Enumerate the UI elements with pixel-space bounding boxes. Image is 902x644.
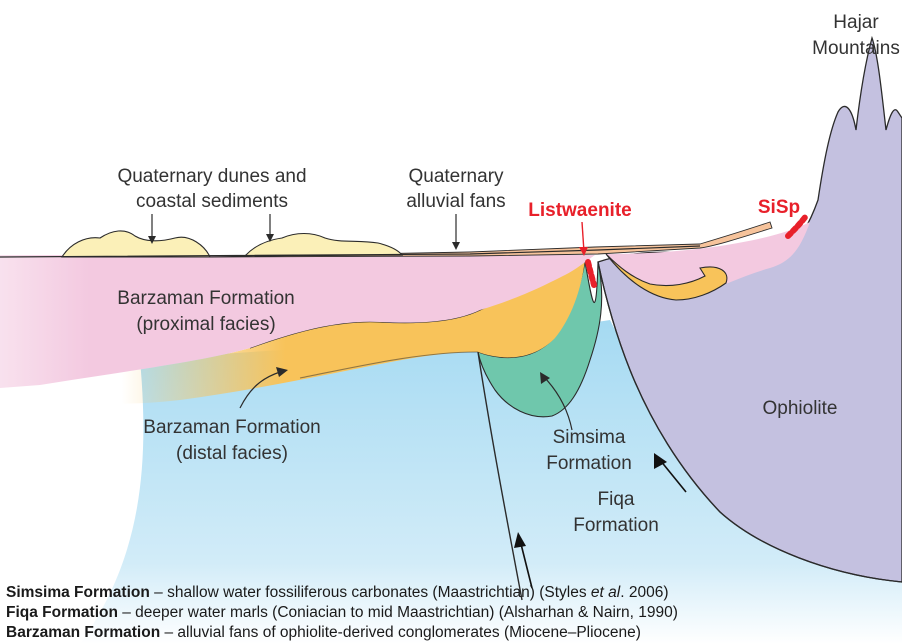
barzaman-distal-label-line1: Barzaman Formation: [143, 417, 320, 438]
fiqa-label-line1: Fiqa: [598, 489, 635, 510]
simsima-label-line1: Simsima: [553, 427, 626, 448]
legend-term-barzaman: Barzaman Formation: [6, 624, 160, 641]
fiqa-label-line2: Formation: [573, 515, 659, 536]
legend-term-fiqa: Fiqa Formation: [6, 604, 118, 621]
legend-tail-simsima: . 2006): [620, 584, 668, 601]
legend-row-simsima: Simsima Formation – shallow water fossil…: [6, 583, 896, 603]
hajar-label-line2: Mountains: [812, 38, 900, 59]
quaternary-dunes-west: [62, 231, 210, 257]
formation-legend: Simsima Formation – shallow water fossil…: [6, 583, 896, 643]
fans-label-line2: alluvial fans: [406, 191, 505, 212]
simsima-label-line2: Formation: [546, 453, 632, 474]
legend-desc-barzaman: – alluvial fans of ophiolite-derived con…: [160, 624, 641, 641]
hajar-label-line1: Hajar: [833, 12, 879, 33]
ophiolite-label: Ophiolite: [763, 398, 838, 419]
dunes-label-line2: coastal sediments: [136, 191, 288, 212]
legend-desc-fiqa: – deeper water marls (Coniacian to mid M…: [118, 604, 678, 621]
legend-row-fiqa: Fiqa Formation – deeper water marls (Con…: [6, 603, 896, 623]
barzaman-distal-label-line2: (distal facies): [176, 443, 288, 464]
legend-term-simsima: Simsima Formation: [6, 584, 150, 601]
fans-label-line1: Quaternary: [408, 166, 504, 187]
dunes-label-line1: Quaternary dunes and: [117, 166, 306, 187]
sisp-label: SiSp: [758, 197, 800, 218]
fans-leader-arrowhead: [452, 242, 460, 250]
legend-desc-simsima: – shallow water fossiliferous carbonates…: [150, 584, 591, 601]
legend-italic-simsima: et al: [591, 584, 620, 601]
legend-row-barzaman: Barzaman Formation – alluvial fans of op…: [6, 623, 896, 643]
barzaman-proximal-label-line1: Barzaman Formation: [117, 288, 294, 309]
listwaenite-label: Listwaenite: [528, 200, 631, 221]
barzaman-proximal-label-line2: (proximal facies): [136, 314, 275, 335]
